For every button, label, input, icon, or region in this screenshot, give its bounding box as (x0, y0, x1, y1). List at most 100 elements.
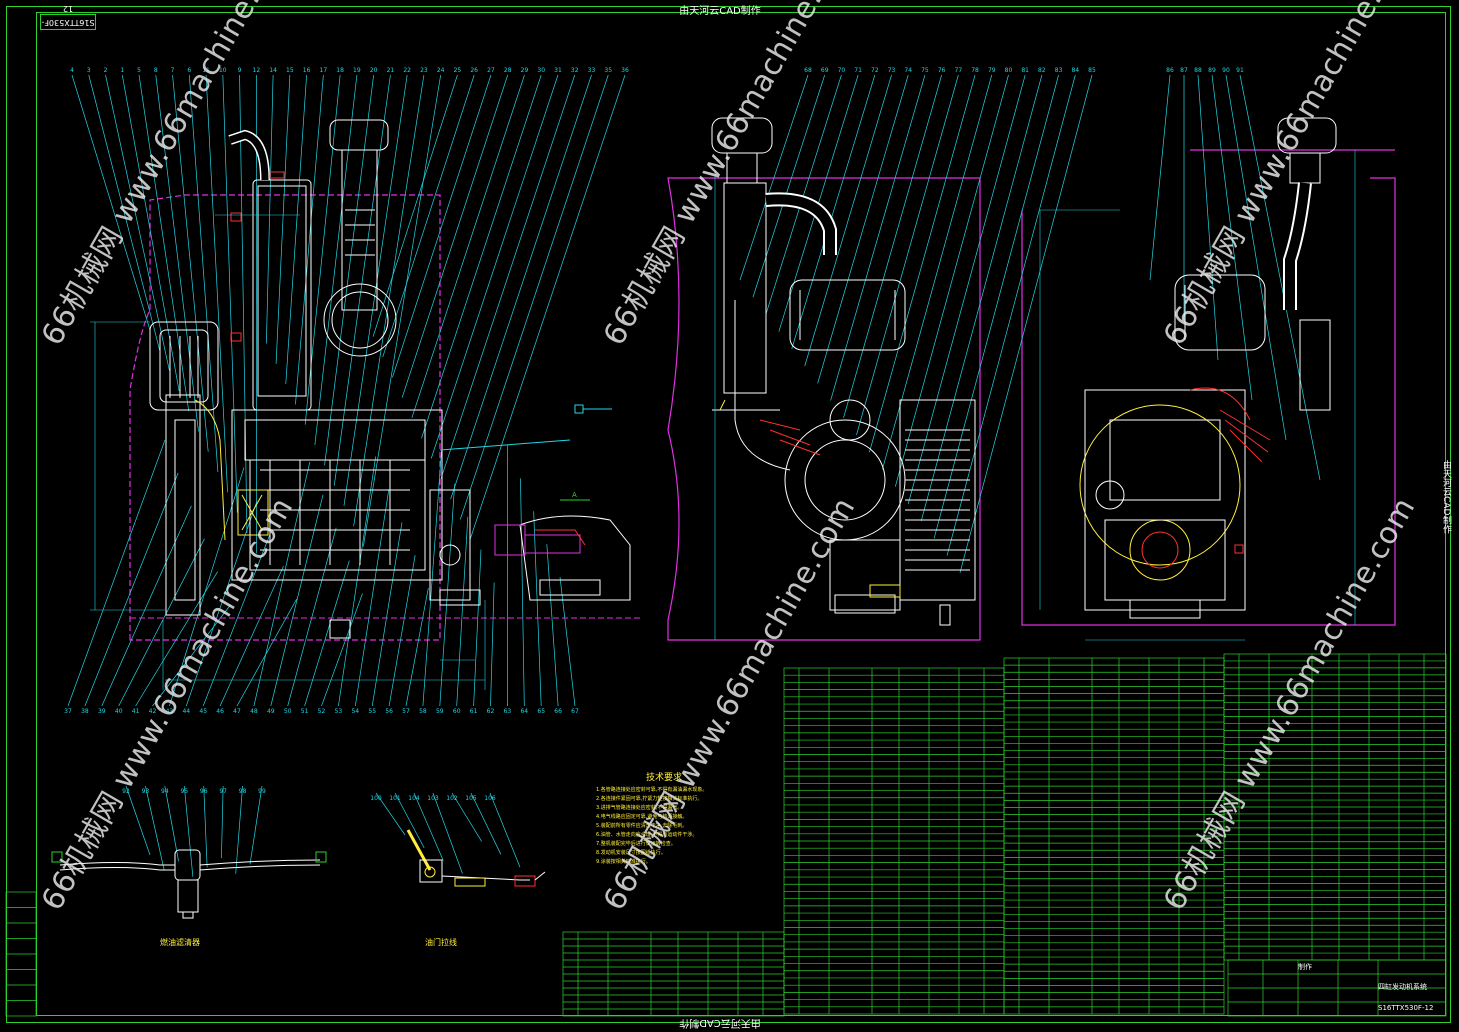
balloon-label: 89 (1208, 67, 1216, 74)
balloon-label: 71 (854, 67, 862, 74)
leader-line (547, 544, 558, 706)
balloon-label: 61 (470, 708, 478, 715)
leader-line (295, 75, 323, 404)
balloon-label: 41 (132, 708, 140, 715)
leader-line (250, 786, 262, 864)
balloon-label: 106 (484, 795, 496, 802)
leader-line (276, 75, 290, 364)
balloon-label: 78 (971, 67, 979, 74)
balloon-label: 24 (437, 67, 445, 74)
balloon-label: 68 (804, 67, 812, 74)
leader-line (184, 786, 193, 877)
leader-line (220, 566, 283, 706)
balloon-label: 88 (1194, 67, 1202, 74)
balloon-label: 26 (470, 67, 478, 74)
tech-requirements-title: 技术要求 (646, 770, 682, 783)
balloon-label: 43 (166, 708, 174, 715)
leader-line (490, 793, 520, 867)
leader-line (165, 786, 179, 861)
leader-line (792, 75, 875, 349)
leader-line (271, 495, 323, 706)
leader-line (237, 599, 297, 706)
leader-line (856, 75, 958, 435)
balloon-label: 1 (120, 67, 124, 74)
balloon-label: 19 (353, 67, 361, 74)
leader-line (206, 75, 228, 492)
engine-mid-view (712, 118, 975, 625)
title-block: 制作 四缸发动机系统 S16TTX530F-12 (1228, 960, 1446, 1016)
balloon-label: 60 (453, 708, 461, 715)
leader-line (221, 786, 223, 858)
balloon-label: 92 (122, 788, 130, 795)
balloon-label: 52 (318, 708, 326, 715)
balloon-label: 83 (1055, 67, 1063, 74)
balloon-label: 29 (521, 67, 529, 74)
balloon-label: 9 (238, 67, 242, 74)
balloon-label: 42 (149, 708, 157, 715)
tech-note: 1.各管路连接处应密封可靠,不得有漏油漏水现象。 (596, 786, 776, 795)
leader-line (240, 75, 247, 533)
leader-line (305, 75, 340, 425)
balloon-label: 72 (871, 67, 879, 74)
title-block-name: 四缸发动机系统 (1378, 982, 1427, 992)
balloon-label: 63 (504, 708, 512, 715)
leader-line (106, 75, 170, 371)
leader-line (521, 478, 525, 706)
leader-line (254, 462, 310, 706)
balloon-label: 12 (253, 67, 261, 74)
balloon-label: 86 (1166, 67, 1174, 74)
leader-line (753, 75, 825, 297)
tech-note: 3.进排气管路连接处应密封,不得漏气。 (596, 804, 776, 813)
balloon-label: 91 (1236, 67, 1244, 74)
balloon-label: 103 (427, 795, 439, 802)
balloon-label: 10 (219, 67, 227, 74)
leader-line (363, 75, 440, 546)
balloon-label: 79 (988, 67, 996, 74)
fuel-filter-subview (52, 850, 326, 918)
leader-line (102, 506, 192, 706)
balloon-label: 94 (161, 788, 169, 795)
balloon-label: 14 (269, 67, 277, 74)
leader-line (491, 583, 495, 706)
balloon-label: 58 (419, 708, 427, 715)
balloon-label: 36 (621, 67, 629, 74)
balloon-label: 18 (336, 67, 344, 74)
leader-line (406, 588, 428, 706)
balloon-label: 73 (888, 67, 896, 74)
balloon-label: 105 (465, 795, 477, 802)
tech-note: 4.电气线路应固定可靠,避免与热源接触。 (596, 813, 776, 822)
balloon-label: 23 (420, 67, 428, 74)
balloon-label: 65 (537, 708, 545, 715)
balloon-label: 4 (70, 67, 74, 74)
balloon-label: 55 (368, 708, 376, 715)
title-block-company: 制作 (1298, 962, 1312, 972)
leader-line (325, 75, 374, 465)
balloon-label: 11 (202, 67, 210, 74)
balloon-label: 6 (187, 67, 191, 74)
dimension-lines-right (715, 150, 1355, 640)
balloon-label: 35 (604, 67, 612, 74)
leader-line (122, 75, 179, 391)
balloon-label: 75 (921, 67, 929, 74)
balloon-label: 99 (258, 788, 266, 795)
balloon-label: 56 (385, 708, 393, 715)
balloon-label: 90 (1222, 67, 1230, 74)
leader-line (433, 793, 463, 874)
balloon-label: 67 (571, 708, 579, 715)
leader-line (431, 75, 558, 459)
leader-line (68, 440, 165, 706)
leader-line (831, 75, 925, 401)
balloon-label: 30 (537, 67, 545, 74)
leader-line (204, 786, 207, 868)
leader-line (288, 528, 336, 706)
balloon-label: 21 (387, 67, 395, 74)
leader-line (169, 467, 244, 706)
tech-requirements-notes: 1.各管路连接处应密封可靠,不得有漏油漏水现象。 2.各连接件紧固可靠,拧紧力矩… (596, 786, 776, 867)
tech-note: 5.装配前所有零件应清洗干净,去除毛刺。 (596, 822, 776, 831)
balloon-label: 64 (520, 708, 528, 715)
throttle-label: 油门拉线 (425, 937, 457, 948)
leader-line (1212, 75, 1252, 400)
balloon-label: 66 (554, 708, 562, 715)
leader-line (72, 75, 150, 330)
leader-line (457, 517, 468, 706)
